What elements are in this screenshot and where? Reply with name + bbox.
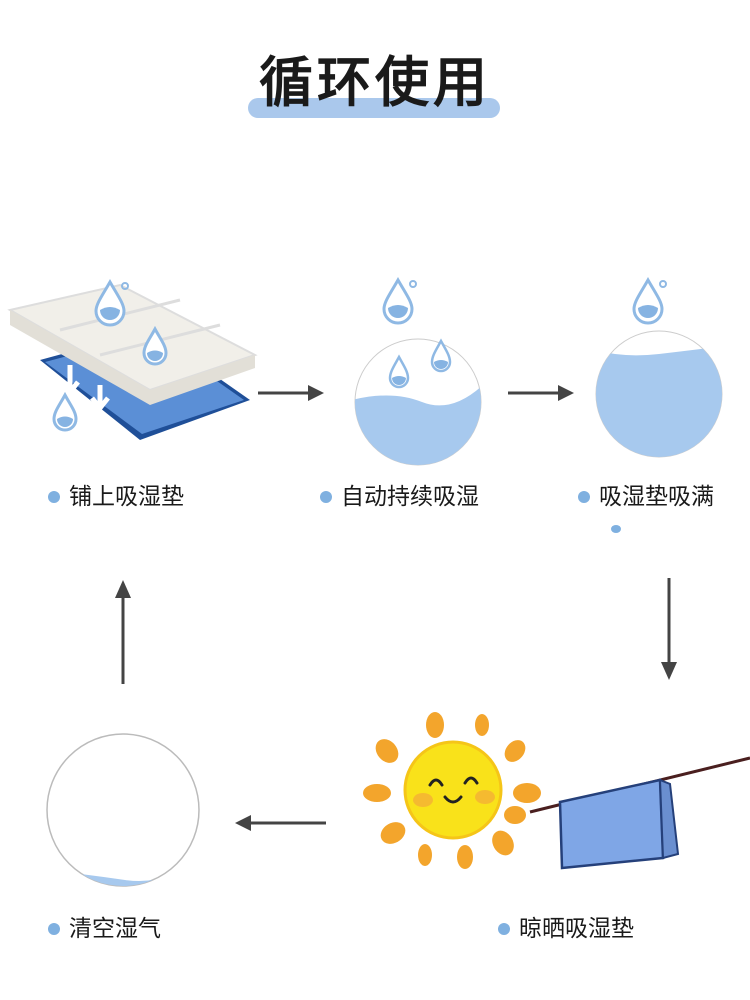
- step-text: 吸湿垫吸满: [599, 484, 714, 510]
- step-text: 清空湿气: [69, 916, 161, 942]
- step-text: 自动持续吸湿: [341, 484, 479, 510]
- step-label-absorb: 自动持续吸湿: [320, 482, 479, 512]
- arrow-right-icon: [258, 385, 324, 401]
- step-text: 铺上吸湿垫: [69, 484, 184, 510]
- step-label-empty: 清空湿气: [48, 914, 161, 944]
- mat-illustration: [7, 283, 258, 440]
- water-drop-icon: [52, 391, 78, 432]
- water-drop-icon: [382, 276, 417, 325]
- bullet-dot: [320, 491, 332, 503]
- step-label-lay-mat: 铺上吸湿垫: [48, 482, 184, 512]
- arrow-right-icon: [508, 385, 574, 401]
- step-label-full: 吸湿垫吸满: [578, 482, 714, 512]
- half-full-circle: [354, 338, 482, 466]
- step-text: 晾晒吸湿垫: [519, 916, 634, 942]
- page-title: 循环使用: [259, 51, 491, 114]
- full-circle: [595, 330, 723, 458]
- decorative-dot: [611, 525, 621, 533]
- sun-icon: [363, 712, 541, 869]
- arrow-up-icon: [115, 580, 131, 684]
- water-drop-icon: [632, 276, 667, 325]
- step-label-dry: 晾晒吸湿垫: [498, 914, 634, 944]
- arrow-left-icon: [235, 815, 326, 831]
- empty-circle: [46, 733, 200, 887]
- water-drop-icon: [94, 278, 129, 327]
- bullet-dot: [498, 923, 510, 935]
- bullet-dot: [48, 923, 60, 935]
- arrow-down-icon: [661, 578, 677, 680]
- bullet-dot: [48, 491, 60, 503]
- title-underline: [248, 98, 500, 118]
- bullet-dot: [578, 491, 590, 503]
- water-drop-icon: [142, 325, 168, 366]
- drying-cloth-icon: [529, 756, 750, 870]
